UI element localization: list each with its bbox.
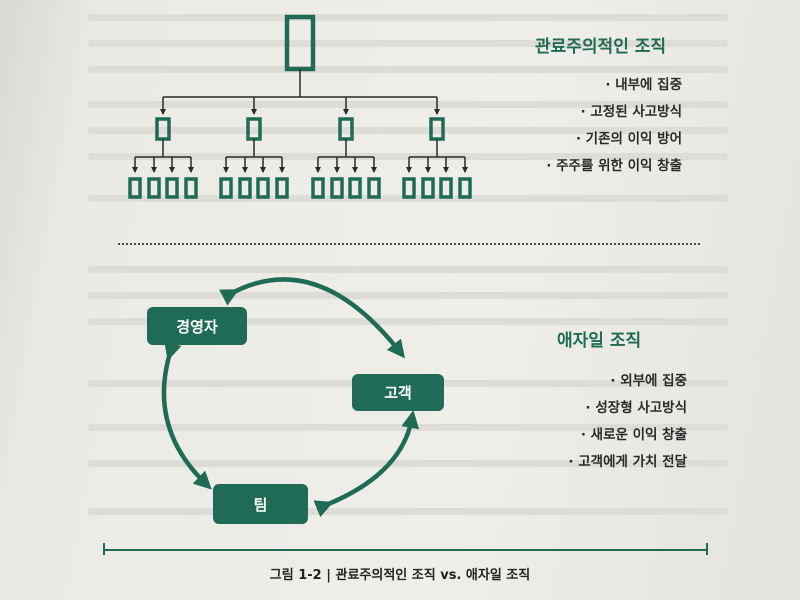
org-staff-box (330, 177, 344, 199)
list-item: 주주를 위한 이익 창출 (546, 153, 682, 180)
org-staff-box (458, 177, 472, 199)
org-staff-box (421, 177, 435, 199)
agile-bullet-list: 외부에 집중 성장형 사고방식 새로운 이익 창출 고객에게 가치 전달 (568, 368, 687, 476)
list-item: 고정된 사고방식 (546, 99, 682, 126)
arrow-management-team (161, 340, 212, 490)
bleed-through-line (88, 153, 728, 160)
footer-rule-end (103, 543, 105, 555)
list-item: 외부에 집중 (568, 368, 687, 395)
org-staff-box (402, 177, 416, 199)
org-staff-box (256, 177, 270, 199)
footer-rule (103, 549, 708, 551)
list-item: 기존의 이익 방어 (546, 126, 682, 153)
org-staff-box (367, 177, 381, 199)
customer-node: 고객 (352, 374, 444, 411)
list-item: 성장형 사고방식 (568, 395, 687, 422)
bleed-through-line (88, 318, 728, 325)
org-staff-box (275, 177, 289, 199)
org-staff-box (348, 177, 362, 199)
list-item: 새로운 이익 창출 (568, 422, 687, 449)
bleed-through-line (88, 292, 728, 299)
list-item: 내부에 집중 (546, 72, 682, 99)
list-item: 고객에게 가치 전달 (568, 449, 687, 476)
agile-title: 애자일 조직 (557, 331, 642, 351)
figure-caption: 그림 1-2 | 관료주의적인 조직 vs. 애자일 조직 (269, 568, 531, 583)
org-staff-box (147, 177, 161, 199)
bureaucratic-bullet-list: 내부에 집중 고정된 사고방식 기존의 이익 방어 주주를 위한 이익 창출 (546, 72, 682, 180)
bleed-through-line (88, 266, 728, 273)
bleed-through-line (88, 40, 728, 47)
org-staff-box (184, 177, 198, 199)
bleed-through-line (88, 127, 728, 134)
management-node: 경영자 (147, 307, 247, 345)
bureaucratic-title: 관료주의적인 조직 (535, 37, 667, 57)
org-staff-box (128, 177, 142, 199)
arrow-team-customer (313, 410, 420, 518)
footer-rule-end (706, 543, 708, 555)
bleed-through-line (88, 66, 728, 73)
org-staff-box (219, 177, 233, 199)
arrow-management-customer (219, 277, 406, 359)
bleed-through-line (88, 14, 728, 21)
org-staff-box (439, 177, 453, 199)
org-staff-box (311, 177, 325, 199)
org-staff-box (165, 177, 179, 199)
section-divider (118, 243, 700, 245)
bleed-through-line (88, 101, 728, 108)
org-staff-box (238, 177, 252, 199)
team-node: 팀 (213, 484, 308, 524)
